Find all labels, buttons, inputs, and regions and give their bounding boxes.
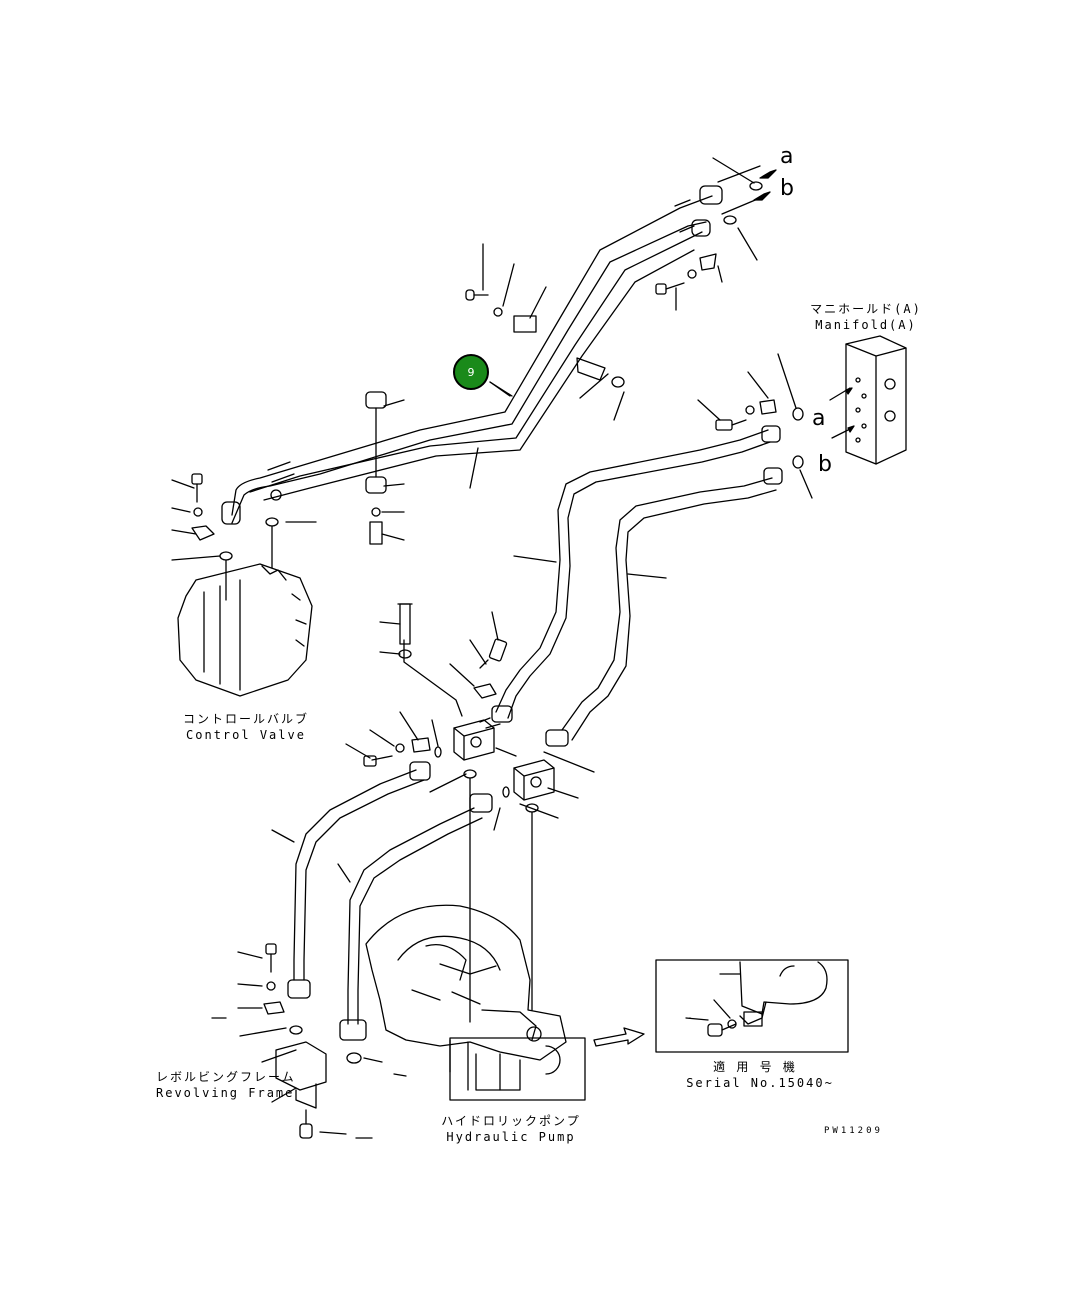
detail-box — [656, 960, 848, 1052]
connector-b-top: b — [780, 176, 794, 201]
connector-b-manifold: b — [818, 452, 832, 477]
manifold — [830, 336, 906, 464]
lower-leaders — [212, 830, 406, 1138]
drawing-code: PW11209 — [824, 1126, 883, 1136]
middle-leaders — [514, 354, 812, 578]
upper-clamps — [271, 182, 762, 544]
manifold-label-en: Manifold(A) — [815, 318, 917, 332]
hydraulic-pump — [366, 905, 585, 1100]
middle-hose-pair — [492, 400, 803, 746]
control-valve — [178, 474, 312, 696]
hydraulic-pump-label-jp: ハイドロリックポンプ — [441, 1114, 581, 1128]
manifold-label-jp: マニホールド(A) — [810, 302, 922, 316]
revolving-frame-label-en: Revolving Frame — [156, 1086, 295, 1100]
applicable-serial-label-jp: 適 用 号 機 — [713, 1060, 797, 1074]
block-leaders — [346, 612, 594, 830]
serial-number-label: Serial No.15040~ — [686, 1076, 834, 1090]
connector-a-top: a — [780, 144, 794, 169]
hydraulic-pump-label-en: Hydraulic Pump — [446, 1130, 576, 1144]
upper-leaders — [172, 158, 776, 560]
callout-leader — [490, 382, 510, 396]
lower-hose-pair — [288, 738, 492, 1040]
connector-a-manifold: a — [812, 406, 826, 431]
pump-blocks — [398, 604, 554, 1022]
control-valve-label-en: Control Valve — [186, 728, 306, 742]
revolving-frame-bracket — [264, 944, 361, 1138]
part-callout-9[interactable]: 9 — [453, 354, 489, 390]
upper-hose-pair — [222, 186, 722, 524]
control-valve-label-jp: コントロールバルブ — [182, 712, 309, 726]
revolving-frame-label-jp: レボルビングフレーム — [156, 1070, 296, 1084]
detail-arrow — [594, 1028, 644, 1046]
